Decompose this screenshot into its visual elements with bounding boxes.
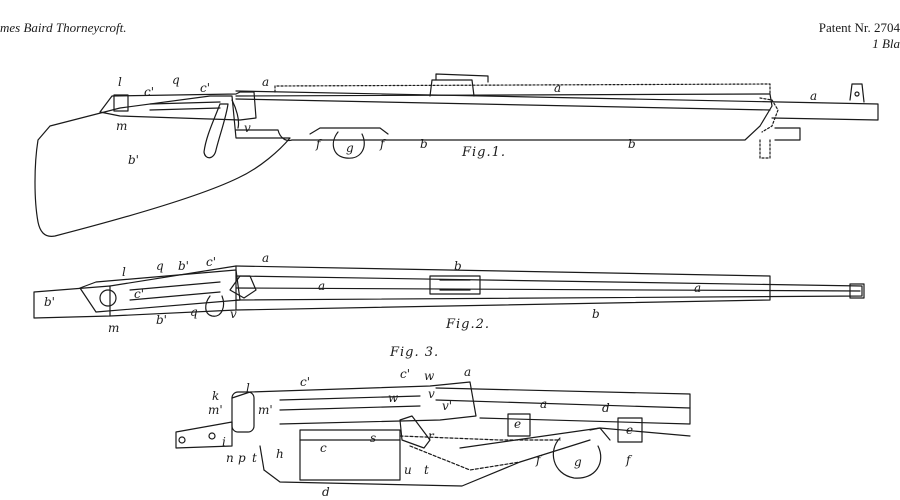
patent-number: Patent Nr. 2704: [818, 20, 900, 35]
fig3-label-u: u: [404, 463, 412, 477]
fig1-hand-guard: [274, 83, 771, 95]
fig2-sight-block: [429, 275, 481, 295]
fig2-label-v: v: [230, 307, 237, 321]
fig2-label-b2: b: [592, 307, 600, 321]
fig3-label-r: r: [428, 429, 435, 443]
fig3-caption: Fig. 3.: [389, 345, 439, 360]
fig3-label-k: k: [212, 389, 219, 403]
fig1-label-f1: f: [315, 137, 323, 151]
fig1-labels: l c' q c' a a a m v b' g f f b b Fig.1.: [116, 73, 817, 167]
figure-1-rifle-side-view: [34, 73, 879, 237]
fig3-label-d1: d: [602, 401, 610, 415]
fig3-barrel: [435, 387, 691, 425]
fig3-label-e2: e: [626, 423, 633, 437]
fig1-label-l: l: [118, 75, 122, 89]
fig1-label-a3: a: [810, 89, 817, 103]
fig1-label-m: m: [116, 119, 127, 133]
fig3-magazine: [299, 429, 401, 481]
fig1-label-a2: a: [554, 81, 561, 95]
fig2-label-b1b: b': [156, 313, 167, 327]
fig2-label-b1a: b': [178, 259, 189, 273]
fig3-label-t2: t: [424, 463, 429, 477]
fig2-label-b1: b: [454, 259, 462, 273]
fig1-lever: [203, 103, 229, 159]
fig1-rear-sight: [429, 79, 475, 97]
fig3-label-f2: f: [625, 453, 633, 467]
fig3-label-s: s: [370, 431, 376, 445]
fig1-fore-stock: [235, 93, 773, 142]
fig2-label-c1b: c': [134, 287, 144, 301]
figure-3-mechanism: [175, 381, 691, 487]
fig3-label-l: l: [246, 381, 250, 395]
fig2-label-b1c: b': [44, 295, 55, 309]
fig3-labels: Fig. 3. k l c' c' w a m' m' w v v' a d i…: [208, 345, 633, 499]
fig1-trigger-guard: [309, 127, 389, 135]
fig3-label-m1a: m': [208, 403, 223, 417]
fig3-label-f1: f: [535, 453, 543, 467]
fig2-labels: l q b' c' a b b' c' a a m b' q v b Fig.2…: [44, 251, 701, 335]
fig1-front-sight: [849, 83, 865, 103]
fig1-label-c1b: c': [200, 81, 210, 95]
fig3-spring-rod: [263, 439, 591, 487]
fig1-butt-stock: [34, 95, 291, 237]
fig1-caption: Fig.1.: [461, 145, 506, 160]
sheet-number: 1 Bla: [872, 36, 900, 51]
fig3-label-i: i: [222, 435, 226, 449]
fig3-label-v2: v': [442, 399, 452, 413]
fig3-label-g: g: [574, 455, 582, 469]
fig1-label-f2: f: [379, 137, 387, 151]
figure-2-rifle-top-view: [33, 265, 865, 319]
fig1-label-q: q: [172, 73, 180, 87]
fig2-label-a2: a: [318, 279, 325, 293]
fig3-label-c1a: c': [300, 375, 310, 389]
fig3-label-a1: a: [464, 365, 471, 379]
fig1-label-v: v: [244, 121, 251, 135]
fig3-label-c: c: [320, 441, 327, 455]
fig2-label-q2: q: [190, 305, 198, 319]
fig1-label-g: g: [346, 141, 354, 155]
fig1-label-b3: b: [628, 137, 636, 151]
fig3-label-a2: a: [540, 397, 547, 411]
fig2-barrel: [235, 275, 863, 301]
fig3-label-m1b: m': [258, 403, 273, 417]
fig2-lever: [205, 295, 225, 317]
fig3-label-w1: w: [424, 369, 435, 383]
fig1-label-a1: a: [262, 75, 269, 89]
fig2-label-q1: q: [156, 259, 164, 273]
fig3-label-c1b: c': [400, 367, 410, 381]
fig2-receiver: [79, 269, 241, 313]
fig1-receiver: [99, 91, 257, 121]
fig2-label-m: m: [108, 321, 119, 335]
inventor-name: mes Baird Thorneycroft.: [0, 20, 127, 35]
fig1-label-b1: b': [128, 153, 139, 167]
fig3-label-e1: e: [514, 417, 521, 431]
fig3-breech-block: [231, 391, 255, 433]
fig2-label-a1: a: [262, 251, 269, 265]
fig3-label-p: p: [238, 451, 246, 465]
fig2-caption: Fig.2.: [445, 317, 490, 332]
fig3-label-v1: v: [428, 387, 435, 401]
fig2-label-c1a: c': [206, 255, 216, 269]
fig3-label-h: h: [276, 447, 284, 461]
fig2-label-a3: a: [694, 281, 701, 295]
fig3-trigger-housing: [507, 413, 531, 437]
fig1-label-c1a: c': [144, 85, 154, 99]
fig2-stock: [235, 265, 771, 311]
fig3-label-d2: d: [322, 485, 330, 499]
fig1-label-b2: b: [420, 137, 428, 151]
fig1-barrel: [235, 90, 879, 121]
fig3-label-n: n: [226, 451, 234, 465]
fig2-label-l: l: [122, 265, 126, 279]
fig3-label-t1: t: [252, 451, 257, 465]
fig3-label-w2: w: [388, 391, 399, 405]
